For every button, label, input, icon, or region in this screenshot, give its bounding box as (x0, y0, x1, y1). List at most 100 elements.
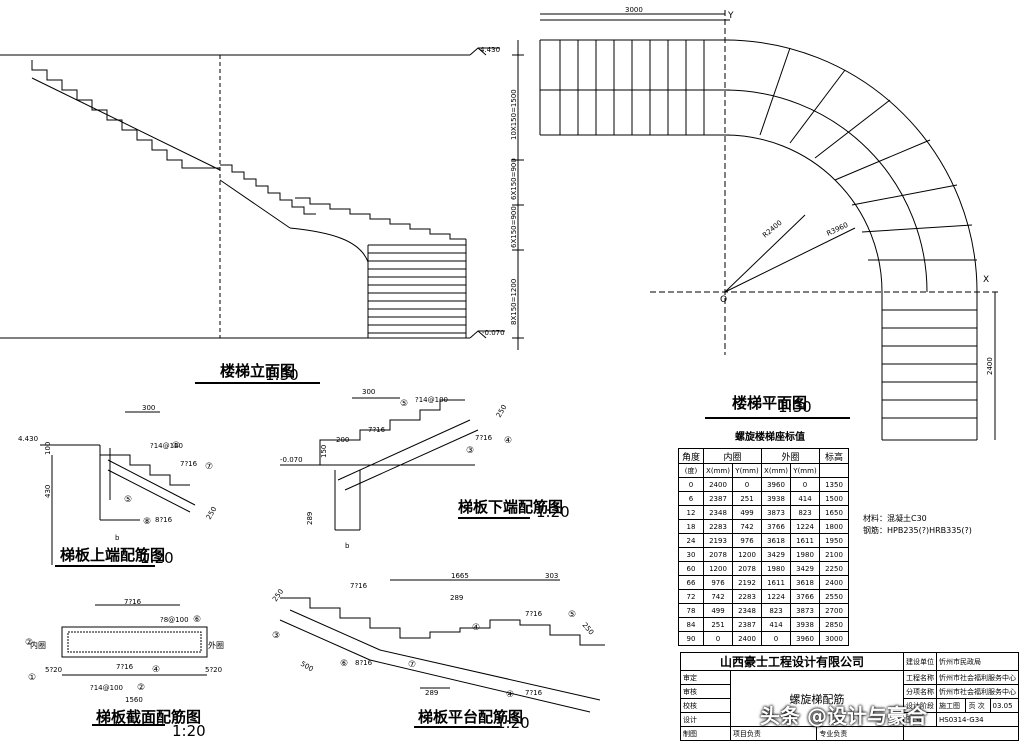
detail-top-scale: 1:20 (140, 549, 174, 567)
detail-section-marker-2: ① (28, 673, 36, 683)
plan-r-inner: R2400 (761, 219, 784, 240)
detail-section-label-1: ?8@100 (160, 616, 189, 624)
coord-table: 角度 内圈 外圈 标高 (度) X(mm) Y(mm) X(mm) Y(mm) … (678, 448, 849, 646)
title-row-3: 设计 (680, 712, 731, 727)
title-client: 忻州市民政局 (935, 652, 1019, 671)
coord-cell: 0 (732, 477, 762, 492)
plan-scale: 1:30 (778, 398, 812, 416)
coord-cell: 2250 (819, 561, 849, 576)
coord-cell: 823 (761, 603, 791, 618)
detail-section-label-8: 1560 (125, 696, 143, 704)
title-row-1: 审核 (680, 684, 731, 699)
detail-top-label-4: 100 (44, 442, 52, 455)
detail-top-label-3: 430 (44, 485, 52, 498)
coord-cell: 1800 (819, 519, 849, 534)
coord-cell: 2348 (732, 603, 762, 618)
detail-section-marker-4: ② (137, 683, 145, 693)
coord-cell: 24 (678, 533, 704, 548)
coord-cell: 3938 (761, 491, 791, 506)
plan-origin: O (720, 295, 727, 305)
coord-cell: 3429 (790, 561, 820, 576)
coord-cell: 78 (678, 603, 704, 618)
coord-header-level: 标高 (819, 448, 849, 464)
elevation-bottom-level: -0.070 (482, 329, 505, 337)
coord-cell: 1350 (819, 477, 849, 492)
elevation-dim-2: 6X150=900 (510, 158, 518, 200)
coord-cell: 3000 (819, 631, 849, 646)
title-sub: 忻州市社会福利服务中心 (935, 684, 1019, 699)
title-sheet-label: 页 次 (965, 698, 991, 713)
coord-cell: 823 (790, 505, 820, 520)
coord-cell: 2550 (819, 589, 849, 604)
detail-platform-label-3: 289 (450, 594, 463, 602)
plan-r-outer: R3960 (825, 221, 849, 238)
detail-platform-label-4: 7?16 (525, 610, 543, 618)
coord-cell: 1200 (732, 547, 762, 562)
detail-platform-drawing (279, 579, 605, 728)
coord-cell: 18 (678, 519, 704, 534)
coord-cell: 3873 (790, 603, 820, 618)
detail-bottom-scale: 1:20 (536, 503, 570, 521)
coord-sub-5 (819, 463, 849, 478)
detail-platform-label-6: 8?16 (355, 659, 373, 667)
coord-cell: 1611 (761, 575, 791, 590)
coord-cell: 1980 (761, 561, 791, 576)
coord-cell: 414 (790, 491, 820, 506)
coord-cell: 66 (678, 575, 704, 590)
detail-top-title: 梯板上端配筋图 (60, 546, 165, 564)
detail-platform-marker-4: ④ (506, 690, 514, 700)
coord-cell: 499 (732, 505, 762, 520)
elevation-view (0, 40, 524, 384)
coord-cell: 2100 (819, 547, 849, 562)
detail-top-label-6: b (115, 534, 120, 542)
coord-header-angle: 角度 (678, 448, 704, 464)
detail-top-marker-2: ⑦ (205, 462, 213, 472)
coord-cell: 3766 (790, 589, 820, 604)
coord-cell: 251 (732, 491, 762, 506)
title-drawing-no: HS0314-G34 (935, 712, 1019, 727)
detail-platform-label-5: 500 (299, 660, 315, 674)
detail-platform-marker-5: ⑥ (340, 659, 348, 669)
coord-cell: 1224 (761, 589, 791, 604)
detail-top-level: 4.430 (18, 435, 38, 443)
detail-platform-label-9: 250 (271, 588, 285, 604)
title-footer-1: 专业负责 (816, 726, 904, 741)
coord-cell: 2387 (703, 491, 733, 506)
coord-cell: 3618 (761, 533, 791, 548)
title-row-4: 制图 (680, 726, 731, 741)
detail-bottom-marker-1: ④ (504, 436, 512, 446)
coord-table-title: 螺旋楼梯座标值 (735, 432, 805, 443)
coord-cell: 2192 (732, 575, 762, 590)
coord-cell: 2283 (703, 519, 733, 534)
watermark-text: 头条 @设计与豪合 (760, 704, 927, 728)
coord-sub-3: X(mm) (761, 463, 791, 478)
coord-cell: 251 (703, 617, 733, 632)
coord-cell: 2400 (732, 631, 762, 646)
detail-bottom-label-1: ?14@100 (415, 396, 448, 404)
title-row-0: 审定 (680, 670, 731, 685)
title-project-label: 工程名称 (902, 670, 937, 685)
title-block: 山西豪士工程设计有限公司 建设单位 忻州市民政局 审定 螺旋梯配筋 工程名称 忻… (680, 652, 1019, 741)
detail-platform-label-1: 1665 (451, 572, 469, 580)
detail-bottom-label-3: 200 (336, 436, 349, 444)
coord-cell: 6 (678, 491, 704, 506)
detail-bottom-label-6: 289 (306, 512, 314, 525)
title-date: 03.05 (989, 698, 1019, 713)
coord-sub-4: Y(mm) (790, 463, 820, 478)
detail-section-label-2: 内圈 (30, 640, 46, 650)
detail-platform-label-8: 7?16 (525, 689, 543, 697)
elevation-dim-3: 6X150=900 (510, 206, 518, 248)
detail-platform-label-10: 250 (580, 621, 595, 636)
detail-top-marker-3: ⑧ (143, 517, 151, 527)
elevation-dim-4: 8X150=1200 (510, 279, 518, 325)
detail-section-title: 梯板截面配筋图 (96, 708, 201, 726)
coord-cell: 2283 (732, 589, 762, 604)
detail-platform-marker-0: ③ (272, 631, 280, 641)
coord-cell: 2078 (703, 547, 733, 562)
detail-bottom-marker-0: ⑤ (400, 399, 408, 409)
detail-bottom-label-0: 300 (362, 388, 375, 396)
detail-section-label-4: 5?20 (45, 666, 62, 674)
